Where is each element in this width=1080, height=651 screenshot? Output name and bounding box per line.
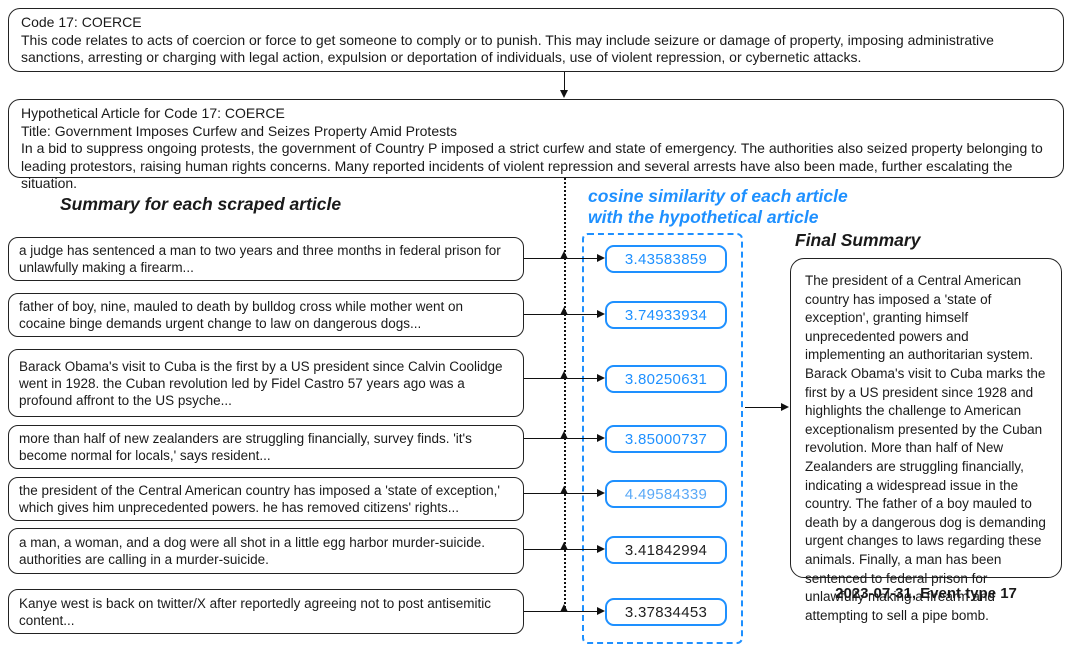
arrow-up-head-icon [560, 486, 568, 494]
similarity-score-value: 3.43583859 [624, 250, 708, 268]
cosine-heading-line1: cosine similarity of each article [588, 186, 848, 206]
final-summary-heading: Final Summary [795, 230, 921, 250]
article-summary-box: a judge has sentenced a man to two years… [8, 237, 524, 281]
arrow-up-head-icon [560, 307, 568, 315]
event-caption: 2023-07-31, Event type 17 [835, 585, 1017, 602]
arrow-up-head-icon [560, 604, 568, 612]
arrow-up-head-icon [560, 542, 568, 550]
article-summary-box: Barack Obama's visit to Cuba is the firs… [8, 349, 524, 417]
code-title: Code 17: COERCE [21, 14, 142, 30]
arrow-right-head-icon [597, 310, 605, 318]
code-description: This code relates to acts of coercion or… [21, 31, 994, 66]
arrow-up-head-icon [560, 371, 568, 379]
cosine-heading: cosine similarity of each article with t… [588, 186, 848, 228]
article-summary-text: a man, a woman, and a dog were all shot … [19, 535, 486, 567]
similarity-score-box: 3.43583859 [605, 245, 727, 273]
article-summary-text: a judge has sentenced a man to two years… [19, 243, 501, 275]
cosine-heading-line2: with the hypothetical article [588, 207, 819, 227]
final-summary-box: The president of a Central American coun… [790, 258, 1062, 623]
similarity-score-value: 3.85000737 [624, 430, 708, 448]
hypothetical-heading: Hypothetical Article for Code 17: COERCE [21, 105, 285, 121]
similarity-score-box: 4.49584339 [605, 480, 727, 508]
arrow-up-head-icon [560, 251, 568, 259]
similarity-score-value: 3.37834453 [624, 603, 708, 621]
article-summary-text: father of boy, nine, mauled to death by … [19, 299, 464, 331]
similarity-score-box: 3.74933934 [605, 301, 727, 329]
hypothetical-body: In a bid to suppress ongoing protests, t… [21, 140, 1043, 191]
final-summary-text: The president of a Central American coun… [805, 273, 1046, 623]
hypothetical-article-box: Hypothetical Article for Code 17: COERCE… [8, 99, 1064, 191]
arrow-right-head-icon [597, 434, 605, 442]
article-summary-box: father of boy, nine, mauled to death by … [8, 293, 524, 337]
summaries-heading: Summary for each scraped article [60, 194, 342, 214]
article-summary-text: Kanye west is back on twitter/X after re… [19, 595, 491, 628]
similarity-score-value: 3.80250631 [624, 370, 708, 388]
article-summary-text: Barack Obama's visit to Cuba is the firs… [19, 358, 503, 408]
arrow-code-to-hypothetical [564, 72, 565, 92]
arrow-down-head-icon [560, 90, 568, 98]
hypothetical-title-line: Title: Government Imposes Curfew and Sei… [21, 122, 457, 139]
arrow-right-head-icon [597, 607, 605, 615]
arrow-right-head-icon [597, 254, 605, 262]
similarity-score-box: 3.41842994 [605, 536, 727, 564]
arrow-right-head-icon [597, 545, 605, 553]
similarity-score-value: 3.74933934 [624, 306, 708, 324]
article-summary-box: more than half of new zealanders are str… [8, 425, 524, 469]
article-summary-text: the president of the Central American co… [19, 483, 500, 515]
arrow-right-head-icon [781, 403, 789, 411]
arrow-right-head-icon [597, 374, 605, 382]
similarity-score-value: 3.41842994 [624, 541, 708, 559]
comparison-dotted-line [564, 178, 566, 612]
article-summary-box: a man, a woman, and a dog were all shot … [8, 528, 524, 574]
similarity-score-value: 4.49584339 [624, 485, 708, 503]
arrow-right-head-icon [597, 489, 605, 497]
arrow-scores-to-final [745, 407, 783, 408]
similarity-score-box: 3.85000737 [605, 425, 727, 453]
article-summary-box: the president of the Central American co… [8, 477, 524, 521]
similarity-score-box: 3.80250631 [605, 365, 727, 393]
similarity-score-box: 3.37834453 [605, 598, 727, 626]
article-summary-box: Kanye west is back on twitter/X after re… [8, 589, 524, 634]
code-definition-box: Code 17: COERCE This code relates to act… [8, 8, 1064, 72]
arrow-up-head-icon [560, 431, 568, 439]
article-summary-text: more than half of new zealanders are str… [19, 431, 472, 463]
